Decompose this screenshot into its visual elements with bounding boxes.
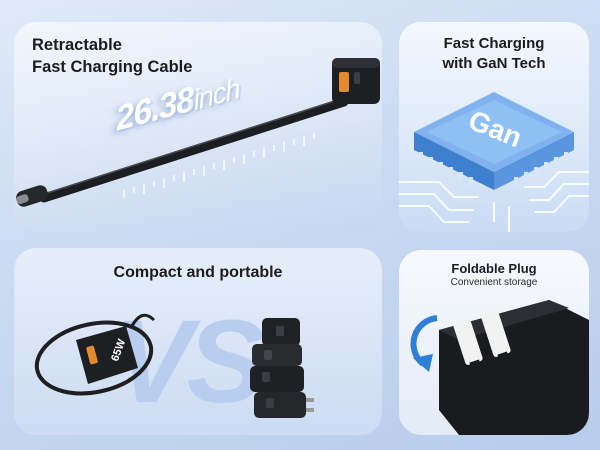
- compact-portable-panel: Compact and portable VS 65W: [14, 248, 382, 435]
- gan-chip-illustration: Gan: [399, 92, 589, 232]
- gan-tech-panel: Gan Fast Charging with GaN Tech: [399, 22, 589, 232]
- competitor-chargers: [250, 318, 314, 418]
- cable-illustration: [16, 58, 380, 207]
- gan-title-line1: Fast Charging: [443, 35, 545, 52]
- cable-title: Retractable Fast Charging Cable: [32, 34, 192, 78]
- compact-title: Compact and portable: [113, 264, 283, 281]
- cable-title-line2: Fast Charging Cable: [32, 58, 193, 76]
- foldable-subtitle: Convenient storage: [450, 277, 538, 288]
- foldable-plug-panel: Foldable Plug Convenient storage: [399, 250, 589, 435]
- gan-title-line2: with GaN Tech: [442, 55, 546, 72]
- foldable-title: Foldable Plug: [451, 261, 537, 276]
- cable-title-line1: Retractable: [32, 36, 122, 54]
- retractable-cable-panel: Retractable Fast Charging Cable 26.38inc…: [14, 22, 382, 232]
- rotate-arrow-icon: [413, 354, 433, 372]
- size-comparison-illustration: 65W: [34, 313, 314, 418]
- foldable-plug-illustration: [410, 300, 589, 435]
- gan-title: Fast Charging with GaN Tech: [399, 34, 589, 74]
